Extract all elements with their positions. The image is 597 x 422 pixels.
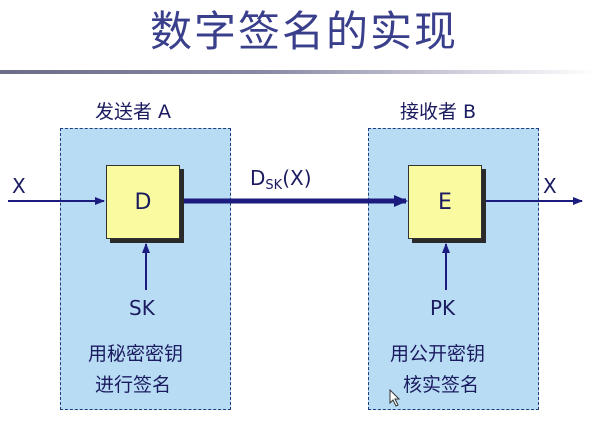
receiver-caption-line1: 用公开密钥: [390, 343, 486, 365]
signed-message-prefix: D: [250, 166, 266, 190]
sign-box-d: D: [106, 165, 180, 239]
page-title: 数字签名的实现: [150, 7, 459, 56]
sk-label: SK: [129, 296, 155, 320]
signed-message-label: DSK(X): [250, 166, 312, 193]
signed-message-subscript: SK: [265, 178, 283, 193]
input-x-label: X: [12, 174, 26, 198]
sender-heading: 发送者 A: [95, 101, 172, 123]
pk-label: PK: [430, 296, 456, 320]
verify-box-e: E: [408, 165, 482, 239]
title-divider: [0, 70, 597, 74]
receiver-caption-line2: 核实签名: [403, 374, 480, 396]
sender-caption-line1: 用秘密密钥: [88, 343, 184, 365]
mouse-cursor-icon: [389, 389, 401, 407]
receiver-heading: 接收者 B: [400, 101, 477, 123]
sender-caption-line2: 进行签名: [95, 374, 172, 396]
output-x-label: X: [543, 174, 557, 198]
signed-message-suffix: (X): [282, 166, 312, 190]
